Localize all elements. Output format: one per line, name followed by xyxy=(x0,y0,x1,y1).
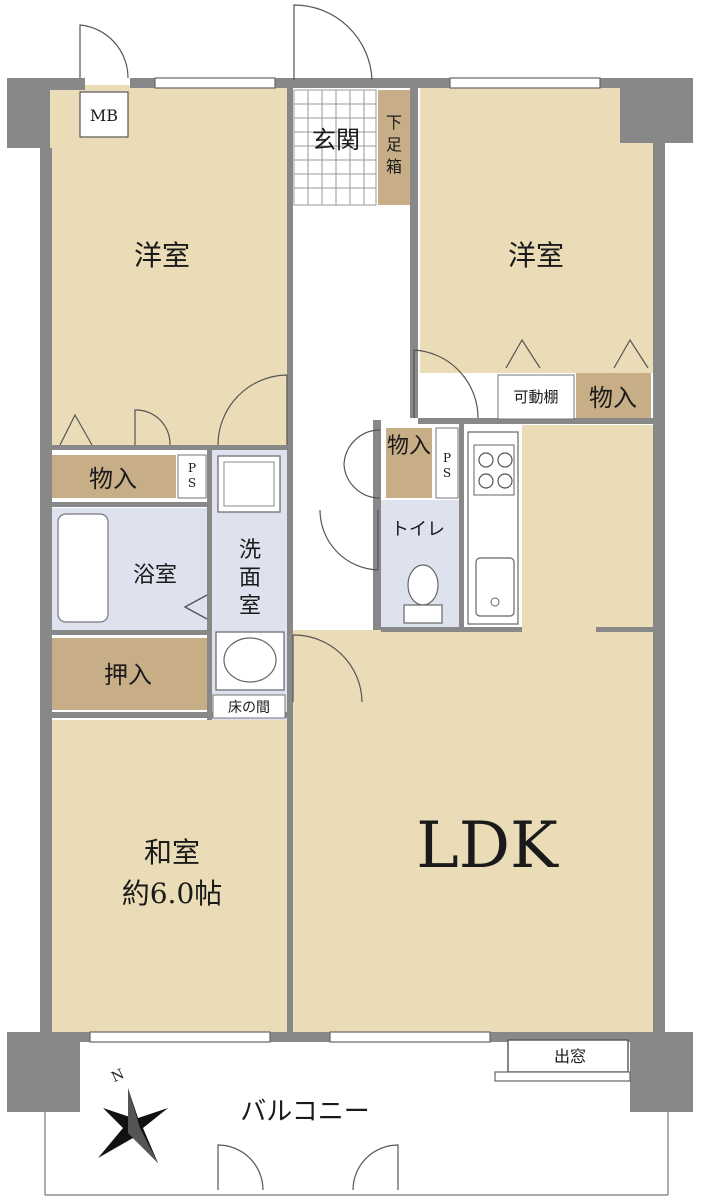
compass-star-inner xyxy=(128,1088,158,1163)
balcony xyxy=(44,1112,669,1196)
windows xyxy=(89,77,631,1082)
window-top-right xyxy=(449,77,601,89)
alcove-box xyxy=(212,694,286,719)
storage-middle xyxy=(386,428,432,498)
door-storage-right-a xyxy=(505,338,541,369)
door-storage-mid-1 xyxy=(343,429,381,466)
wall-kitchen-stub xyxy=(596,627,655,632)
burner-4 xyxy=(497,473,513,489)
mb-door xyxy=(79,24,129,79)
label-ldk: LDK xyxy=(416,809,559,883)
bathtub xyxy=(57,513,109,623)
door-storage-left-b xyxy=(134,409,171,446)
washing-machine xyxy=(217,455,281,513)
corner-bottom-right xyxy=(630,1032,693,1112)
shoe-box xyxy=(378,90,410,205)
right-room-lower xyxy=(522,425,655,630)
door-storage-mid-2 xyxy=(343,464,381,499)
wall-h-closet-top xyxy=(50,630,210,635)
doors xyxy=(59,4,649,1191)
wall-v-bath xyxy=(207,448,212,720)
wall-corridor-right xyxy=(373,420,381,630)
label-balcony: バルコニー xyxy=(240,1097,369,1127)
wall-left xyxy=(40,148,52,1038)
window-bottom-mid xyxy=(329,1031,491,1043)
genkan-tiles xyxy=(293,89,377,206)
label-bathroom: 浴室 xyxy=(133,563,177,588)
mb-corner-block xyxy=(7,78,50,148)
wall-h-right-room xyxy=(418,418,655,424)
label-alcove: 床の間 xyxy=(228,700,270,716)
kitchen-sink xyxy=(475,557,515,617)
balcony-door-left xyxy=(217,1144,264,1191)
door-western-left xyxy=(217,374,288,446)
sink-drain xyxy=(490,597,500,607)
label-movable-shelf: 可動棚 xyxy=(513,388,558,406)
bay-window-frame xyxy=(494,1071,631,1082)
storage-right xyxy=(576,373,651,419)
door-toilet xyxy=(319,509,379,571)
fixtures xyxy=(57,374,575,719)
label-toilet: トイレ xyxy=(391,519,445,540)
wall-h-kitchen xyxy=(381,627,522,632)
wall-right xyxy=(653,140,665,1040)
washing-machine-inner xyxy=(223,461,275,507)
ps-box-right xyxy=(435,427,459,499)
door-western-right xyxy=(413,349,479,419)
corner-top-right xyxy=(620,78,693,143)
storage-left xyxy=(52,455,176,498)
washbasin-bowl xyxy=(223,637,277,683)
door-storage-right-b xyxy=(613,338,649,369)
entrance-door xyxy=(293,4,373,81)
wall-top-genkan xyxy=(290,78,420,88)
western-room-left xyxy=(50,85,290,445)
mb-box xyxy=(79,91,129,138)
balcony-door-right xyxy=(352,1144,399,1191)
wall-h-storage xyxy=(50,445,290,450)
toilet-bowl xyxy=(407,564,439,606)
label-japanese-room-line2: 約6.0帖 xyxy=(122,877,223,910)
wall-h-japanese-top xyxy=(50,712,290,718)
movable-shelf-box xyxy=(497,374,575,420)
label-japanese-room-line1: 和室 xyxy=(144,836,200,869)
wall-h-bath xyxy=(50,502,210,507)
label-bay-window: 出窓 xyxy=(554,1047,586,1066)
label-storage-left: 物入 xyxy=(89,465,137,493)
window-top-left xyxy=(154,77,276,89)
toilet-tank xyxy=(403,604,443,624)
label-shoe-box: 下足箱 xyxy=(386,113,402,176)
wall-v-kitchen xyxy=(459,424,464,630)
label-western-room-right: 洋室 xyxy=(508,239,564,272)
label-washroom: 洗面室 xyxy=(239,538,261,619)
burner-1 xyxy=(478,452,494,468)
western-room-right xyxy=(420,88,655,373)
japanese-room xyxy=(50,720,287,1033)
wall-mid-vertical xyxy=(287,88,293,1033)
label-north: N xyxy=(109,1066,127,1086)
label-closet: 押入 xyxy=(104,661,152,689)
closet-box xyxy=(52,638,208,710)
label-mb: MB xyxy=(90,106,118,125)
north-compass xyxy=(98,1088,168,1163)
washroom-divider-arrow xyxy=(183,594,208,620)
ps-box-left xyxy=(177,454,207,499)
ldk-room xyxy=(293,630,655,1033)
wall-genkan-right xyxy=(410,88,418,418)
label-western-room-left: 洋室 xyxy=(134,239,190,272)
bay-window-box xyxy=(507,1039,629,1073)
burner-2 xyxy=(497,452,513,468)
door-storage-left-a xyxy=(59,413,93,446)
window-bottom-left xyxy=(89,1031,271,1043)
burner-3 xyxy=(478,473,494,489)
corner-bottom-left xyxy=(7,1032,80,1112)
label-genkan: 玄関 xyxy=(312,126,360,154)
door-washroom xyxy=(292,634,363,703)
label-storage-middle: 物入 xyxy=(387,434,431,459)
label-storage-right: 物入 xyxy=(589,384,637,412)
